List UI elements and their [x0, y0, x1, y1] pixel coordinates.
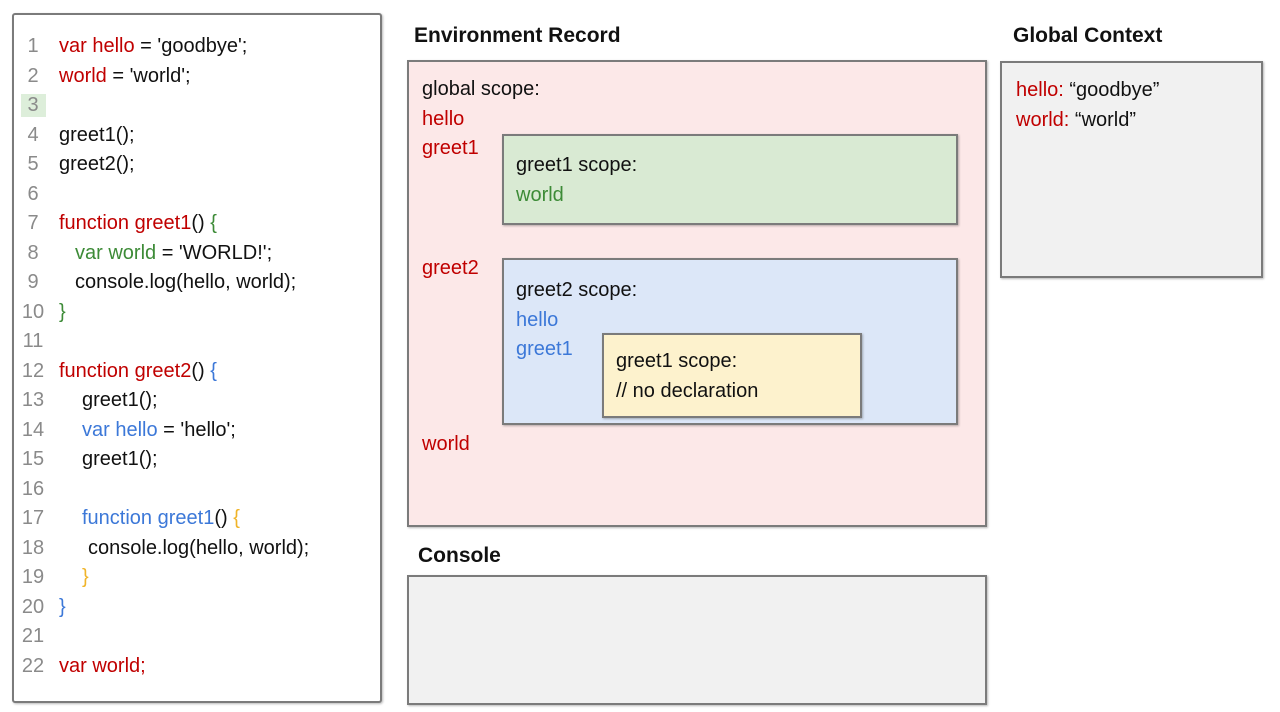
global-var-hello: hello — [422, 108, 465, 130]
line-number: 12 — [21, 359, 45, 382]
greet2-scope-var-hello: hello — [516, 308, 559, 331]
code-line-19: 19} — [14, 563, 380, 593]
code-line-10: 10} — [14, 298, 380, 328]
greet2-scope-label: greet2 scope: — [516, 279, 638, 301]
inner-greet1-scope-comment: // no declaration — [616, 379, 759, 402]
line-number: 22 — [21, 654, 45, 677]
line-number: 1 — [27, 35, 39, 58]
code-line-21: 21 — [14, 622, 380, 652]
environment-record-title: Environment Record — [414, 24, 621, 47]
global-var-world: world — [422, 433, 470, 455]
code-line-9: 9 console.log(hello, world); — [14, 268, 380, 298]
context-entry-world: world: “world” — [1016, 106, 1261, 136]
line-number: 14 — [21, 418, 45, 441]
line-number: 19 — [21, 566, 45, 589]
code-line-2: 2 world = 'world'; — [14, 62, 380, 92]
code-text: var world = 'WORLD!'; — [75, 241, 273, 264]
code-text: } — [82, 566, 89, 589]
global-context-title: Global Context — [1013, 24, 1163, 47]
greet1-scope-label: greet1 scope: — [516, 154, 638, 176]
greet2-scope-box: greet2 scope: hello greet1 greet1 scope:… — [502, 258, 958, 425]
code-line-15: 15 greet1(); — [14, 445, 380, 475]
code-panel: 1 var hello = 'goodbye'; 2 world = 'world';… — [12, 13, 382, 703]
inner-greet1-scope-box: greet1 scope: // no declaration — [602, 333, 862, 418]
code-text: } — [59, 300, 66, 323]
code-text: var hello = 'goodbye'; — [59, 35, 248, 58]
console-box — [407, 575, 987, 705]
code-line-14: 14 var hello = 'hello'; — [14, 416, 380, 446]
line-number: 21 — [21, 625, 45, 648]
code-line-13: 13 greet1(); — [14, 386, 380, 416]
context-entry-name: hello: — [1016, 79, 1064, 101]
code-line-20: 20} — [14, 593, 380, 623]
code-text: var hello = 'hello'; — [82, 418, 236, 441]
code-line-5: 5 greet2(); — [14, 150, 380, 180]
code-line-22: 22 var world; — [14, 652, 380, 682]
line-number: 8 — [27, 241, 39, 264]
code-line-3: 3 — [14, 91, 380, 121]
code-text: greet1(); — [59, 123, 135, 146]
code-line-6: 6 — [14, 180, 380, 210]
code-text: function greet1() { — [59, 212, 217, 235]
line-number: 4 — [27, 123, 39, 146]
code-text: function greet2() { — [59, 359, 217, 382]
greet1-scope-var-world: world — [516, 183, 564, 206]
code-text: greet1(); — [82, 448, 158, 471]
code-text: greet1(); — [82, 389, 158, 412]
code-text: } — [59, 595, 66, 618]
code-text: world = 'world'; — [59, 64, 191, 87]
code-line-12: 12 function greet2() { — [14, 357, 380, 387]
line-number-highlighted: 3 — [14, 94, 52, 118]
context-entry-name: world: — [1016, 108, 1070, 131]
code-line-16: 16 — [14, 475, 380, 505]
global-scope-label: global scope: — [422, 78, 540, 100]
greet2-scope-var-greet1: greet1 — [516, 338, 573, 360]
line-number: 17 — [21, 507, 45, 530]
code-line-7: 7 function greet1() { — [14, 209, 380, 239]
line-number: 15 — [21, 448, 45, 471]
line-number: 10 — [21, 300, 45, 323]
code-text: console.log(hello, world); — [88, 536, 310, 559]
global-scope-box: global scope: hello greet1 greet2 world … — [407, 60, 987, 527]
line-number: 11 — [22, 330, 44, 353]
global-var-greet1: greet1 — [422, 137, 479, 159]
line-number: 18 — [21, 536, 45, 559]
code-text: console.log(hello, world); — [75, 271, 297, 294]
code-text: function greet1() { — [82, 507, 240, 530]
global-context-box: hello: “goodbye” world: “world” — [1000, 61, 1263, 278]
code-line-17: 17 function greet1() { — [14, 504, 380, 534]
context-entry-value: “world” — [1074, 108, 1137, 131]
global-var-greet2: greet2 — [422, 257, 479, 279]
line-number: 7 — [27, 212, 39, 235]
code-line-18: 18 console.log(hello, world); — [14, 534, 380, 564]
line-number: 2 — [27, 64, 39, 87]
line-number: 9 — [27, 271, 39, 294]
code-text: var world; — [59, 654, 146, 677]
context-entry-hello: hello: “goodbye” — [1016, 76, 1261, 106]
line-number: 6 — [27, 182, 39, 205]
code-line-4: 4 greet1(); — [14, 121, 380, 151]
line-number: 5 — [27, 153, 39, 176]
code-lines: 1 var hello = 'goodbye'; 2 world = 'world';… — [14, 32, 380, 681]
code-line-8: 8 var world = 'WORLD!'; — [14, 239, 380, 269]
greet1-scope-box: greet1 scope: world — [502, 134, 958, 225]
inner-greet1-scope-label: greet1 scope: — [616, 350, 738, 372]
line-number: 16 — [21, 477, 45, 500]
line-number: 20 — [21, 595, 45, 618]
code-line-1: 1 var hello = 'goodbye'; — [14, 32, 380, 62]
code-line-11: 11 — [14, 327, 380, 357]
context-entry-value: “goodbye” — [1069, 79, 1160, 101]
code-text: greet2(); — [59, 153, 135, 176]
line-number: 13 — [21, 389, 45, 412]
console-title: Console — [418, 544, 501, 567]
